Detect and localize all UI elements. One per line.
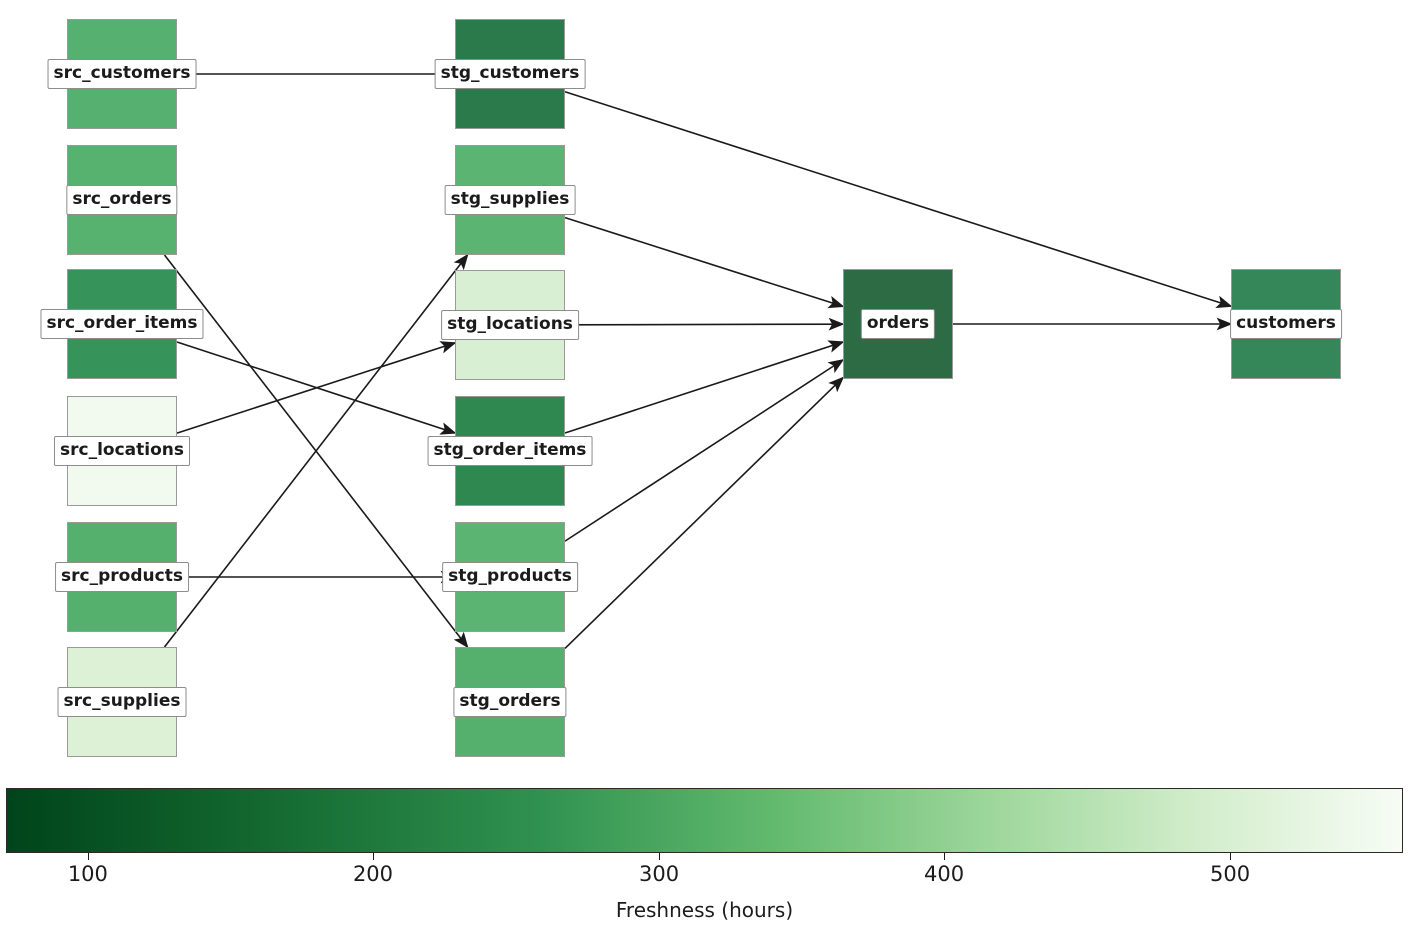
edge-stg_products-to-orders bbox=[564, 358, 845, 542]
node-label-src_customers: src_customers bbox=[47, 59, 197, 89]
node-label-stg_supplies: stg_supplies bbox=[444, 185, 576, 215]
node-label-stg_customers: stg_customers bbox=[434, 59, 586, 89]
colorbar-tick-500 bbox=[1230, 853, 1232, 860]
edges-group bbox=[163, 73, 1233, 649]
node-label-stg_locations: stg_locations bbox=[441, 310, 579, 340]
colorbar-tick-label-500: 500 bbox=[1210, 862, 1251, 886]
edge-src_supplies-to-stg_supplies bbox=[163, 253, 469, 648]
colorbar-tick-400 bbox=[944, 853, 946, 860]
colorbar-gradient bbox=[6, 788, 1403, 853]
colorbar-tick-label-400: 400 bbox=[924, 862, 965, 886]
node-label-src_products: src_products bbox=[55, 562, 189, 592]
node-label-src_locations: src_locations bbox=[54, 436, 190, 466]
edge-stg_orders-to-orders bbox=[564, 376, 845, 649]
colorbar-tick-label-100: 100 bbox=[67, 862, 108, 886]
colorbar-tick-300 bbox=[659, 853, 661, 860]
node-label-src_order_items: src_order_items bbox=[40, 309, 204, 339]
node-label-src_supplies: src_supplies bbox=[57, 687, 187, 717]
colorbar-tick-label-200: 200 bbox=[352, 862, 394, 886]
edge-src_order_items-to-stg_order_items bbox=[176, 341, 457, 435]
node-label-customers: customers bbox=[1230, 309, 1342, 339]
node-label-orders: orders bbox=[860, 309, 936, 339]
colorbar-title: Freshness (hours) bbox=[615, 898, 794, 922]
edge-stg_locations-to-orders bbox=[564, 317, 845, 331]
colorbar-tick-label-300: 300 bbox=[639, 862, 680, 886]
colorbar: 100 200 300 400 500 Freshness (hours) bbox=[6, 788, 1403, 926]
colorbar-tick-200 bbox=[372, 853, 374, 860]
node-label-stg_orders: stg_orders bbox=[453, 687, 567, 717]
node-label-stg_products: stg_products bbox=[442, 562, 578, 592]
node-label-stg_order_items: stg_order_items bbox=[427, 436, 593, 466]
edge-src_orders-to-stg_orders bbox=[163, 254, 469, 649]
colorbar-tick-100 bbox=[87, 853, 89, 860]
edge-stg_supplies-to-orders bbox=[564, 216, 845, 309]
edge-src_locations-to-stg_locations bbox=[176, 341, 457, 434]
node-label-src_orders: src_orders bbox=[66, 185, 178, 215]
edge-stg_order_items-to-orders bbox=[564, 340, 845, 434]
